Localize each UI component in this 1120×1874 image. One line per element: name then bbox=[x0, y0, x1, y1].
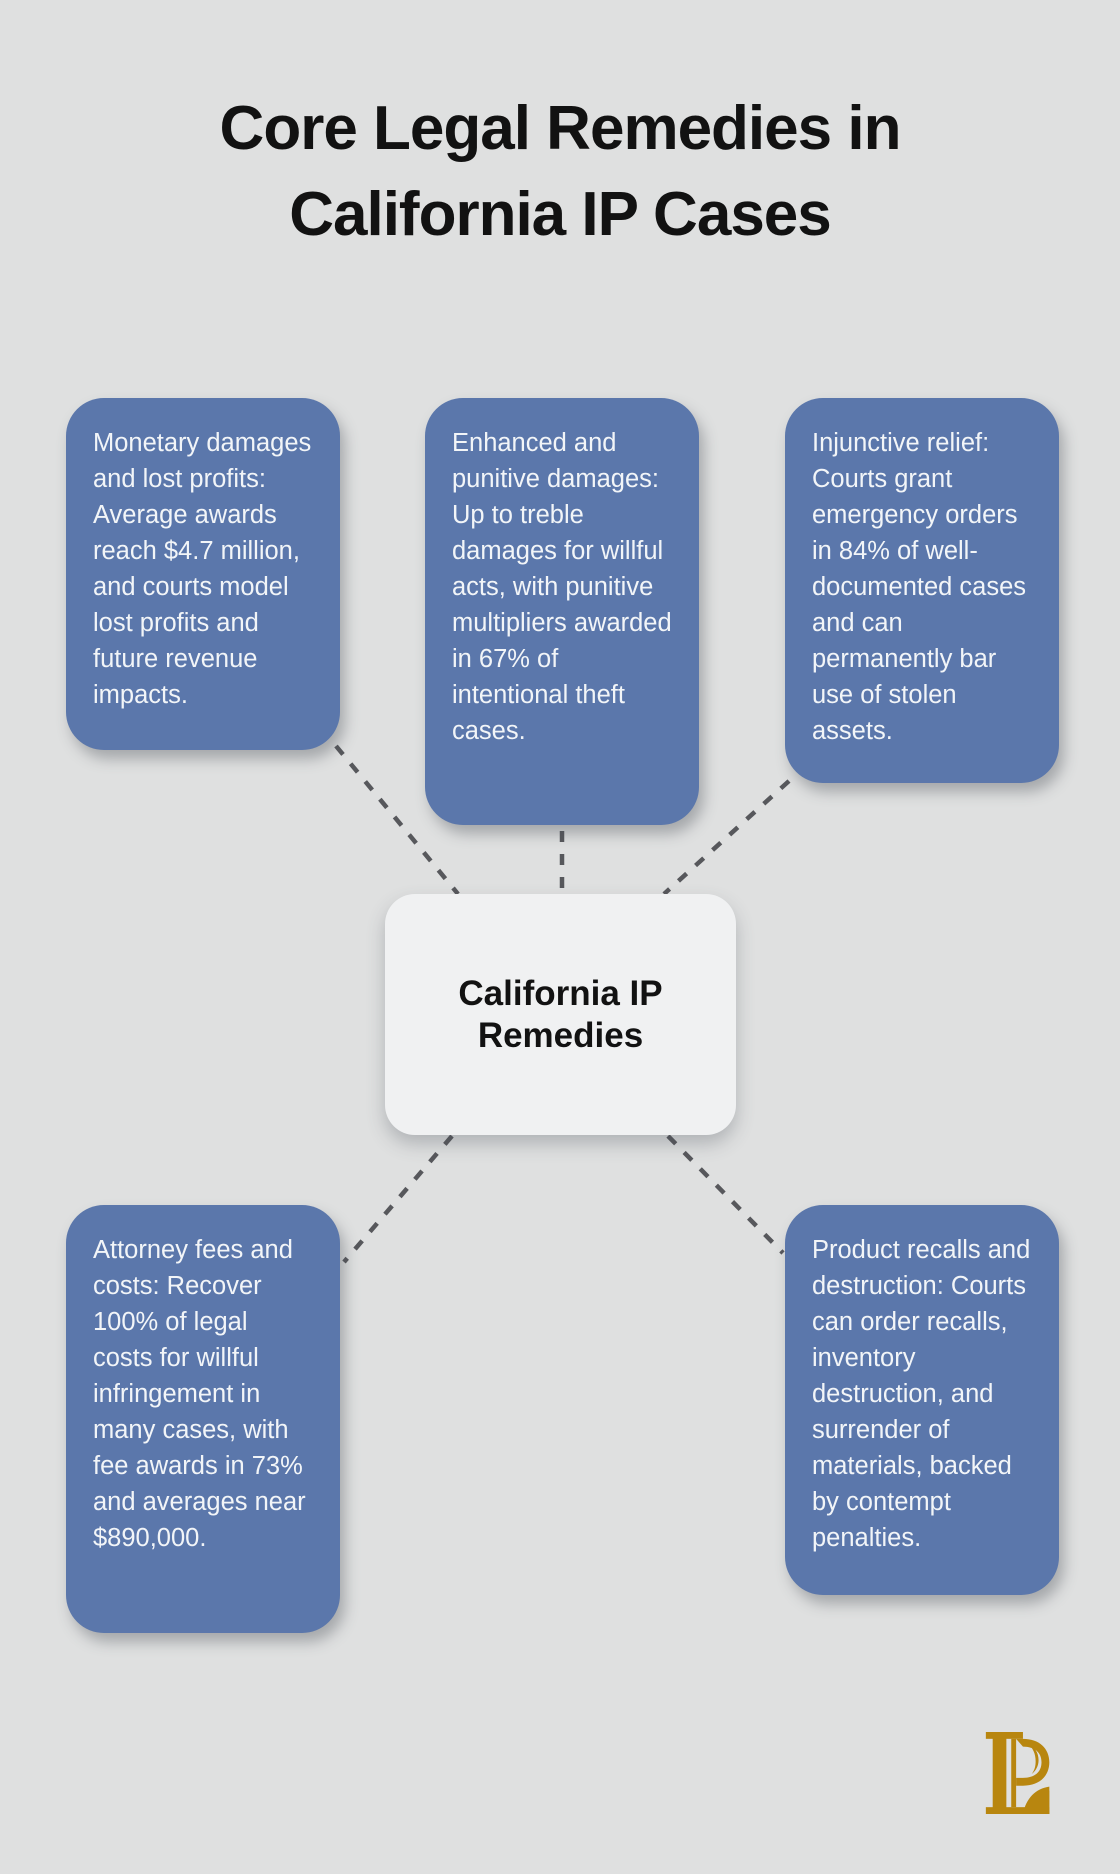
node-enhanced-punitive-damages: Enhanced and punitive damages: Up to tre… bbox=[425, 398, 699, 825]
connector-center-to-recalls bbox=[666, 1134, 785, 1255]
node-injunctive-relief: Injunctive relief: Courts grant emergenc… bbox=[785, 398, 1059, 783]
node-enhanced-punitive-damages-text: Enhanced and punitive damages: Up to tre… bbox=[452, 429, 672, 745]
page-title-line-2: California IP Cases bbox=[289, 180, 832, 249]
node-product-recalls-destruction: Product recalls and destruction: Courts … bbox=[785, 1205, 1059, 1595]
node-injunctive-relief-text: Injunctive relief: Courts grant emergenc… bbox=[812, 429, 1027, 745]
center-node-label: California IP Remedies bbox=[458, 973, 663, 1055]
connector-center-to-attorney bbox=[342, 1134, 454, 1264]
page-title: Core Legal Remedies in California IP Cas… bbox=[0, 86, 1120, 258]
node-attorney-fees-costs-text: Attorney fees and costs: Recover 100% of… bbox=[93, 1236, 306, 1552]
center-node: California IP Remedies bbox=[385, 894, 736, 1135]
node-monetary-damages: Monetary damages and lost profits: Avera… bbox=[66, 398, 340, 750]
page-title-line-1: Core Legal Remedies in bbox=[219, 94, 902, 163]
node-product-recalls-destruction-text: Product recalls and destruction: Courts … bbox=[812, 1236, 1031, 1552]
lp-monogram-logo-icon bbox=[983, 1732, 1059, 1814]
node-monetary-damages-text: Monetary damages and lost profits: Avera… bbox=[93, 429, 312, 709]
node-attorney-fees-costs: Attorney fees and costs: Recover 100% of… bbox=[66, 1205, 340, 1633]
